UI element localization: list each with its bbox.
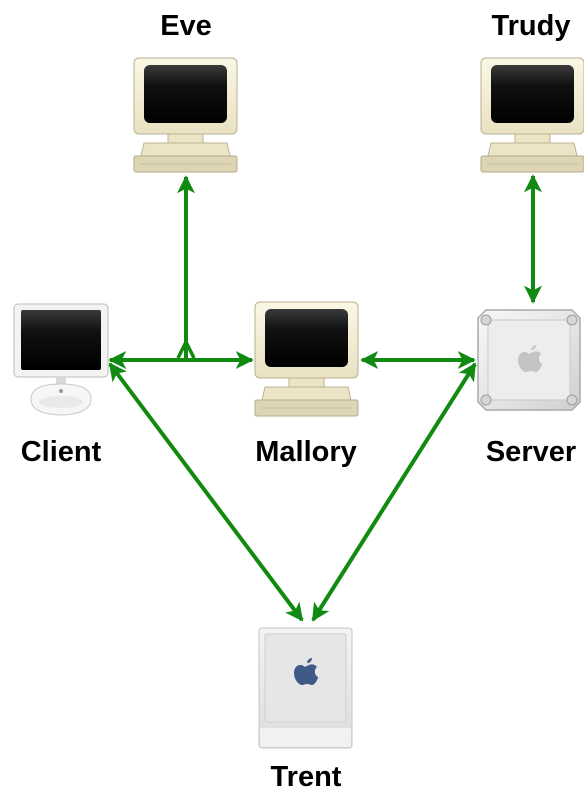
trudy-label: Trudy <box>491 10 571 42</box>
trent-apple-logo-icon <box>294 658 318 685</box>
connections <box>108 174 542 622</box>
mallory-computer-icon <box>254 301 359 417</box>
mallory-label: Mallory <box>255 436 357 468</box>
server-label: Server <box>485 436 577 468</box>
client-computer-icon <box>13 303 109 416</box>
arrow-server-trent <box>311 362 477 622</box>
client-label: Client <box>20 436 102 468</box>
server-computer-icon <box>477 309 581 411</box>
tap-fork <box>176 341 196 359</box>
arrow-client-trent <box>108 362 304 622</box>
trent-computer-icon <box>258 627 353 749</box>
eve-label: Eve <box>160 10 212 42</box>
eve-computer-icon <box>133 57 238 173</box>
server-apple-logo-icon <box>518 345 542 372</box>
trudy-computer-icon <box>480 57 584 173</box>
trent-label: Trent <box>270 761 342 793</box>
